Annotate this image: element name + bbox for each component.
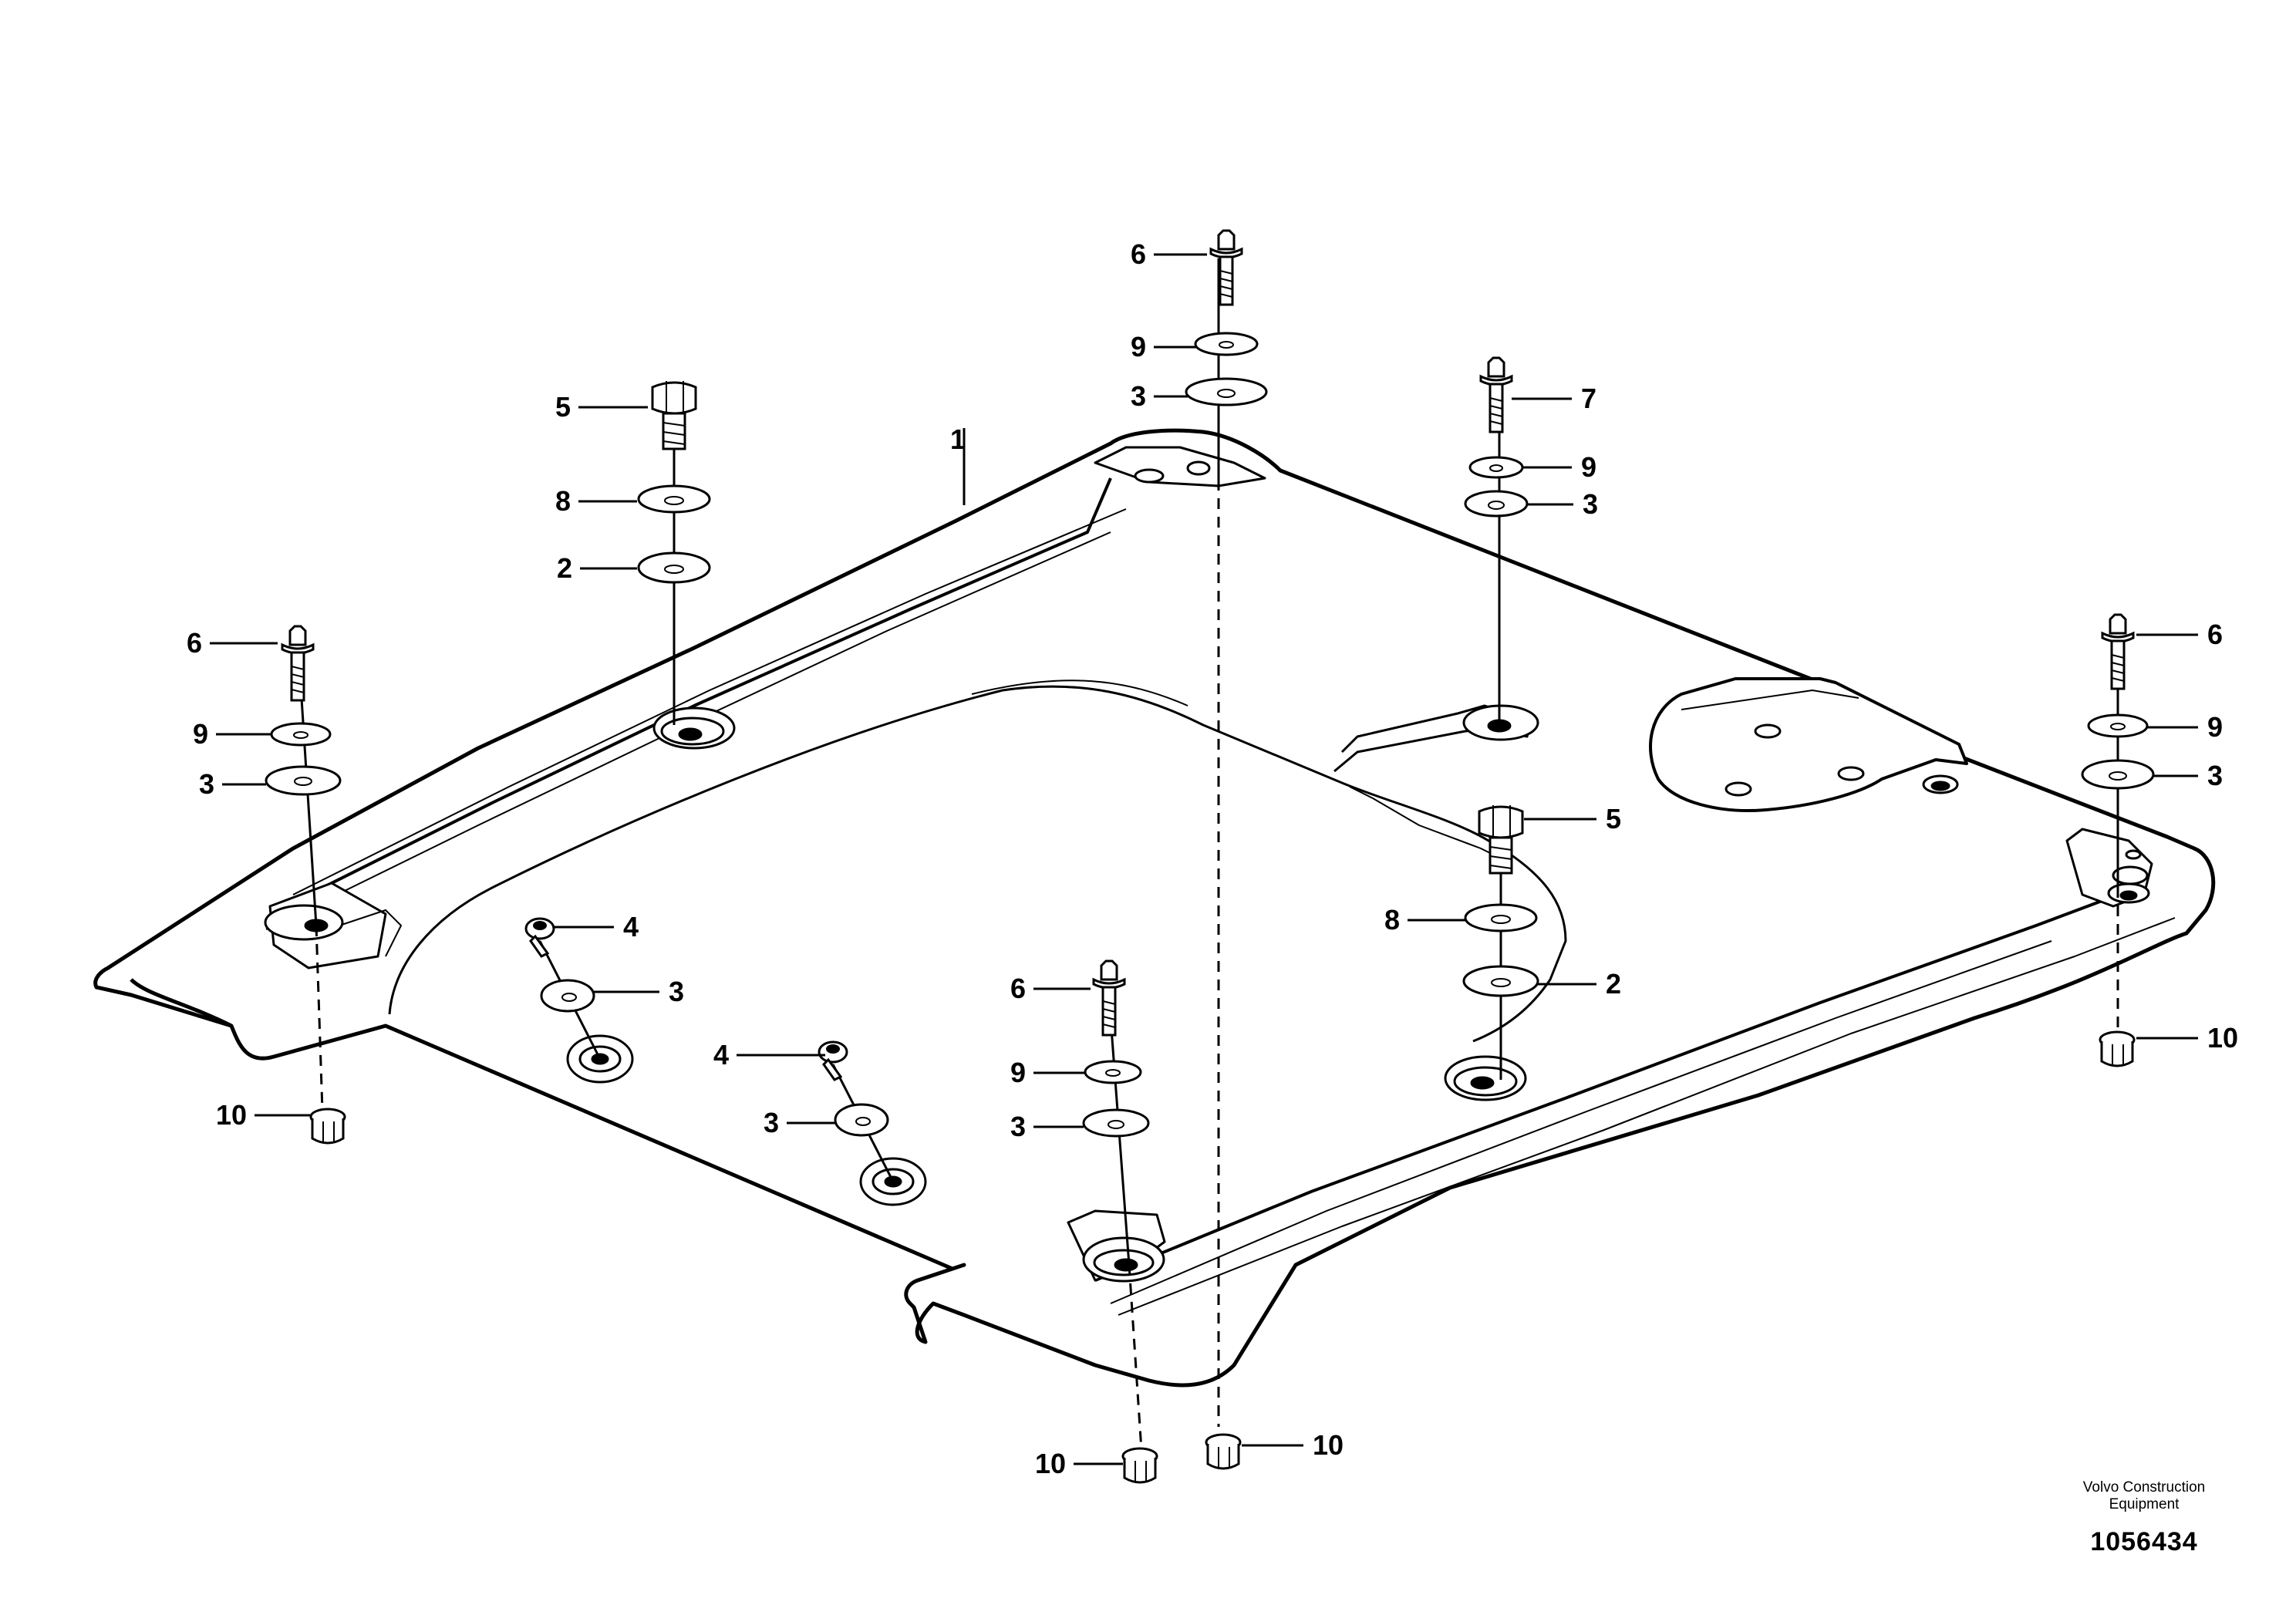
callout-label-6: 6 [187,627,202,659]
callout-label-7: 7 [1581,383,1596,414]
callout-label-5: 5 [555,391,571,423]
callout-label-5: 5 [1606,803,1621,835]
callout-label-6: 6 [2207,619,2223,650]
callout-label-10: 10 [2207,1022,2238,1054]
callout-label-4: 4 [623,911,639,943]
company-name-line1: Volvo Construction [2082,1479,2206,1496]
cover-plate [93,428,2216,1388]
callout-label-4: 4 [713,1039,729,1071]
callout-label-9: 9 [1131,331,1146,363]
callout-label-3: 3 [1583,488,1598,520]
callout-label-8: 8 [555,485,571,517]
callout-label-3: 3 [1131,380,1146,412]
publisher-credit: Volvo Construction Equipment 1056434 [2052,1479,2237,1557]
leader-lines [210,253,2198,1465]
callout-label-8: 8 [1384,904,1400,936]
callout-label-9: 9 [2207,711,2223,743]
callout-label-10: 10 [1035,1448,1066,1479]
callout-label-6: 6 [1010,973,1026,1004]
callout-label-1: 1 [950,423,966,455]
fasteners [265,229,2155,1484]
callout-label-3: 3 [764,1107,779,1138]
callout-label-9: 9 [193,718,208,750]
callout-labels: 1 5 8 2 6 9 3 6 9 3 7 9 3 6 9 3 5 8 2 4 … [187,238,2238,1479]
drawing-number: 1056434 [2090,1527,2198,1556]
callout-label-9: 9 [1010,1057,1026,1088]
callout-label-3: 3 [199,768,214,800]
callout-label-3: 3 [1010,1111,1026,1142]
callout-label-10: 10 [216,1099,247,1131]
callout-label-2: 2 [557,552,572,584]
callout-label-3: 3 [2207,760,2223,791]
callout-label-2: 2 [1606,968,1621,1000]
callout-label-6: 6 [1131,238,1146,270]
mounting-holes [264,460,2150,1283]
company-name-line2: Equipment [2109,1496,2180,1512]
callout-label-10: 10 [1313,1429,1344,1461]
callout-label-3: 3 [669,976,684,1007]
callout-label-9: 9 [1581,451,1596,483]
